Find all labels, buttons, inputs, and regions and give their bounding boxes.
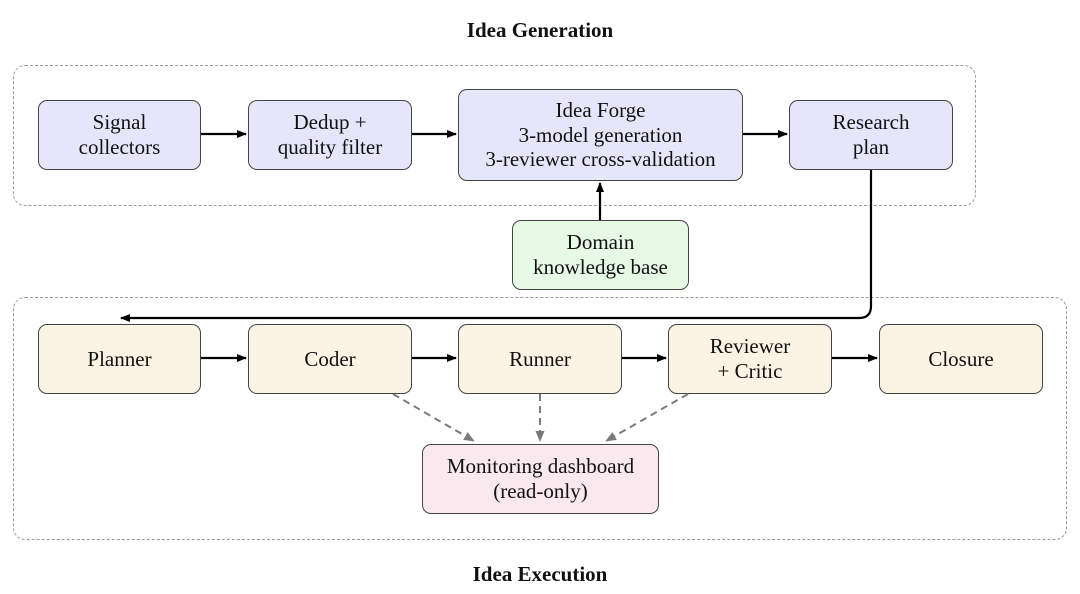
dedup-quality-filter-node: Dedup + quality filter — [248, 100, 412, 170]
closure-node: Closure — [879, 324, 1043, 394]
node-label-line: 3-model generation — [518, 122, 683, 147]
node-label-line: + Critic — [717, 359, 783, 383]
coder-node: Coder — [248, 324, 412, 394]
node-label-line: plan — [852, 135, 890, 159]
node-label-line: collectors — [78, 135, 161, 159]
node-label-line: 3-reviewer cross-validation — [485, 147, 716, 172]
research-plan-node: Research plan — [789, 100, 953, 170]
node-label-line: Signal — [92, 110, 147, 135]
node-label-line: Planner — [87, 346, 152, 371]
node-label-line: Closure — [928, 346, 994, 371]
planner-node: Planner — [38, 324, 201, 394]
node-label-line: Coder — [304, 346, 356, 371]
node-label-line: knowledge base — [533, 255, 668, 279]
domain-knowledge-base-node: Domain knowledge base — [512, 220, 689, 290]
node-label-line: Dedup + — [293, 110, 367, 135]
reviewer-critic-node: Reviewer + Critic — [668, 324, 832, 394]
node-label-line: quality filter — [277, 135, 383, 159]
node-label-line: Monitoring dashboard — [446, 454, 635, 479]
runner-node: Runner — [458, 324, 622, 394]
node-label-line: Idea Forge — [555, 97, 646, 122]
monitoring-dashboard-node: Monitoring dashboard (read-only) — [422, 444, 659, 514]
node-label-line: Reviewer — [709, 334, 791, 359]
node-label-line: Research — [832, 110, 910, 135]
idea-execution-title: Idea Execution — [472, 562, 608, 586]
idea-forge-node: Idea Forge 3-model generation 3-reviewer… — [458, 89, 743, 181]
signal-collectors-node: Signal collectors — [38, 100, 201, 170]
node-label-line: Runner — [509, 346, 571, 371]
idea-generation-title: Idea Generation — [466, 18, 614, 42]
node-label-line: (read-only) — [493, 479, 588, 503]
node-label-line: Domain — [566, 230, 635, 255]
